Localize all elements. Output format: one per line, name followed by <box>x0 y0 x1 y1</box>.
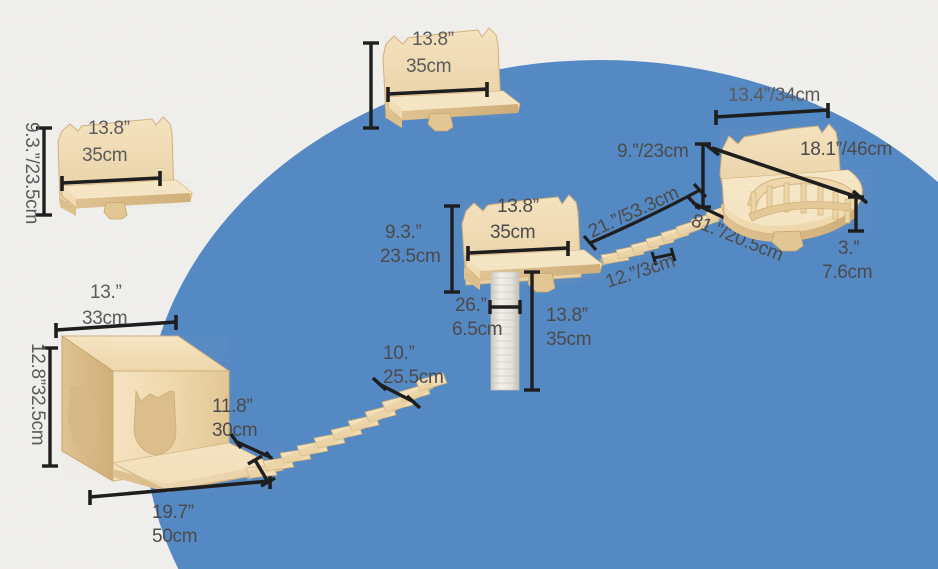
house-height-label: 12.8”32.5cm <box>27 343 48 445</box>
house-width-line1: 13.” <box>90 282 122 303</box>
top-shelf-width-line2: 35cm <box>406 56 451 77</box>
top-shelf-width-line1: 13.8” <box>412 29 454 50</box>
bridge-drop-label: 9.”/23cm <box>617 141 689 162</box>
left-shelf-width-line1: 13.8” <box>88 118 130 139</box>
house-base-line1: 19.7” <box>152 502 194 523</box>
bridge-attach-line2: 25.5cm <box>383 367 444 388</box>
shelf-left-bracket <box>103 201 128 220</box>
shelf-middle <box>461 194 603 391</box>
dim-bridge-drop <box>695 142 711 209</box>
post-height-line1: 13.8” <box>546 305 588 326</box>
dim-left-shelf-height <box>36 126 52 217</box>
dim-rung-width <box>650 247 677 266</box>
dim-house-width <box>54 315 178 338</box>
platform-width-label: 13.4”/34cm <box>728 85 820 106</box>
dim-top-shelf-height <box>363 41 379 130</box>
mid-shelf-height-line1: 9.3.” <box>385 222 422 243</box>
left-shelf-height-label: 9.3.”/23.5cm <box>21 122 42 224</box>
shelf-top <box>382 27 521 132</box>
mid-shelf-height-line2: 23.5cm <box>380 246 441 267</box>
dim-rail-height <box>848 195 864 233</box>
left-shelf-width-line2: 35cm <box>82 145 127 166</box>
house-box-side-opening <box>68 386 101 456</box>
shelf-middle-bracket <box>527 272 556 293</box>
house-depth-line2: 30cm <box>212 420 257 441</box>
dim-mid-shelf-height <box>444 204 460 294</box>
house-box <box>60 335 285 493</box>
shelf-top-bracket <box>427 112 454 132</box>
bridge-lower-rungs <box>244 372 448 480</box>
dim-left-shelf-width <box>60 171 162 191</box>
house-base-line2: 50cm <box>152 526 197 547</box>
mid-shelf-width-line2: 35cm <box>490 222 535 243</box>
dim-post-height <box>524 270 540 392</box>
house-depth-line1: 11.8” <box>212 396 252 417</box>
post-diameter-line1: 26.” <box>455 295 487 316</box>
bridge-attach-line1: 10.” <box>383 343 415 364</box>
post-diameter-line2: 6.5cm <box>452 319 502 340</box>
post-height-line2: 35cm <box>546 329 591 350</box>
dim-bridge-lower-right-attach <box>371 376 422 410</box>
dim-post-diameter <box>488 300 522 314</box>
rail-height-line1: 3.” <box>838 238 859 259</box>
platform-diagonal-label: 18.1”/46cm <box>800 139 892 160</box>
dim-platform-width <box>714 103 830 125</box>
dim-mid-shelf-width <box>466 241 570 261</box>
dim-bridge-lower-left-attach <box>247 454 276 488</box>
platform-right <box>719 123 872 252</box>
bridge-lower <box>244 372 448 480</box>
dim-house-height <box>42 346 58 468</box>
bridge-upper <box>599 195 750 266</box>
rail-height-line2: 7.6cm <box>822 262 872 283</box>
mid-shelf-width-line1: 13.8” <box>497 196 539 217</box>
dim-top-shelf-width <box>386 82 489 102</box>
house-width-line2: 33cm <box>82 308 127 329</box>
scratching-post <box>490 271 520 391</box>
